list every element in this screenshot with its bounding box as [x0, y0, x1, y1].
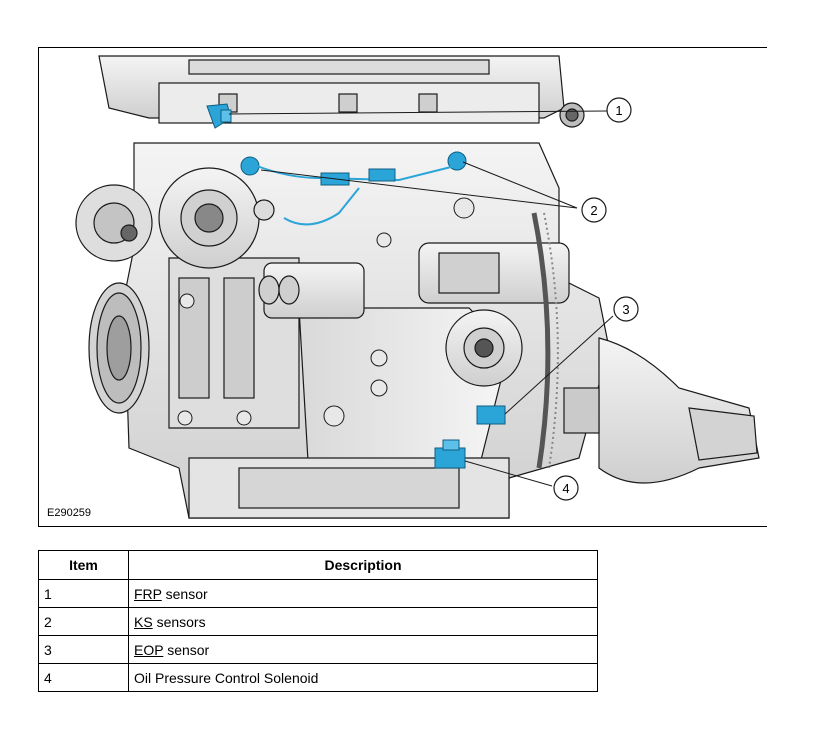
bolts [177, 197, 475, 427]
row-description: EOP sensor [128, 635, 598, 664]
leader-lines [228, 110, 614, 487]
callout-3-label: 3 [622, 302, 629, 317]
description-text: sensor [161, 585, 208, 602]
legend-header-row: Item Description [38, 550, 598, 580]
oil-pressure-control-solenoid [434, 439, 466, 469]
row-description: KS sensors [128, 607, 598, 636]
table-row: 4 Oil Pressure Control Solenoid [38, 663, 598, 692]
row-item-number: 1 [38, 579, 129, 608]
abbreviation-link[interactable]: EOP [134, 641, 164, 658]
callout-2-label: 2 [590, 203, 597, 218]
engine-illustration: 1 2 3 4 [75, 55, 760, 519]
ks-sensor-left [240, 156, 260, 176]
row-item-number: 4 [38, 663, 129, 692]
abbreviation-link[interactable]: FRP [134, 585, 162, 602]
callout-4-label: 4 [562, 481, 569, 496]
legend-table: Item Description 1 FRP sensor 2 KS senso… [38, 550, 598, 692]
crank-pulley [88, 282, 150, 414]
callout-2: 2 [581, 197, 607, 223]
eop-sensor [476, 405, 506, 425]
table-row: 2 KS sensors [38, 607, 598, 636]
callout-3: 3 [613, 296, 639, 322]
figure-id-label: E290259 [47, 507, 92, 519]
callout-4: 4 [553, 475, 579, 501]
exhaust-catalyst [563, 337, 760, 484]
engine-diagram-figure: 1 2 3 4 E290259 [38, 47, 767, 527]
ks-harness [256, 164, 460, 226]
description-text: sensor [163, 641, 210, 658]
water-pump [75, 167, 275, 269]
callout-1-label: 1 [615, 103, 622, 118]
row-item-number: 2 [38, 607, 129, 636]
row-description: FRP sensor [128, 579, 598, 608]
frp-sensor [206, 103, 232, 129]
callout-1: 1 [606, 97, 632, 123]
flywheel-ring-gear [531, 212, 559, 469]
description-column-header: Description [128, 550, 598, 580]
row-item-number: 3 [38, 635, 129, 664]
table-row: 3 EOP sensor [38, 635, 598, 664]
table-row: 1 FRP sensor [38, 579, 598, 608]
ks-sensor-right [447, 151, 467, 171]
item-column-header: Item [38, 550, 129, 580]
cam-cover [98, 55, 585, 128]
oil-filter-housing [258, 262, 365, 319]
starter-motor [418, 242, 570, 387]
row-description: Oil Pressure Control Solenoid [128, 663, 598, 692]
description-text: sensors [152, 613, 206, 630]
description-text: Oil Pressure Control Solenoid [134, 669, 319, 686]
abbreviation-link[interactable]: KS [134, 613, 153, 630]
